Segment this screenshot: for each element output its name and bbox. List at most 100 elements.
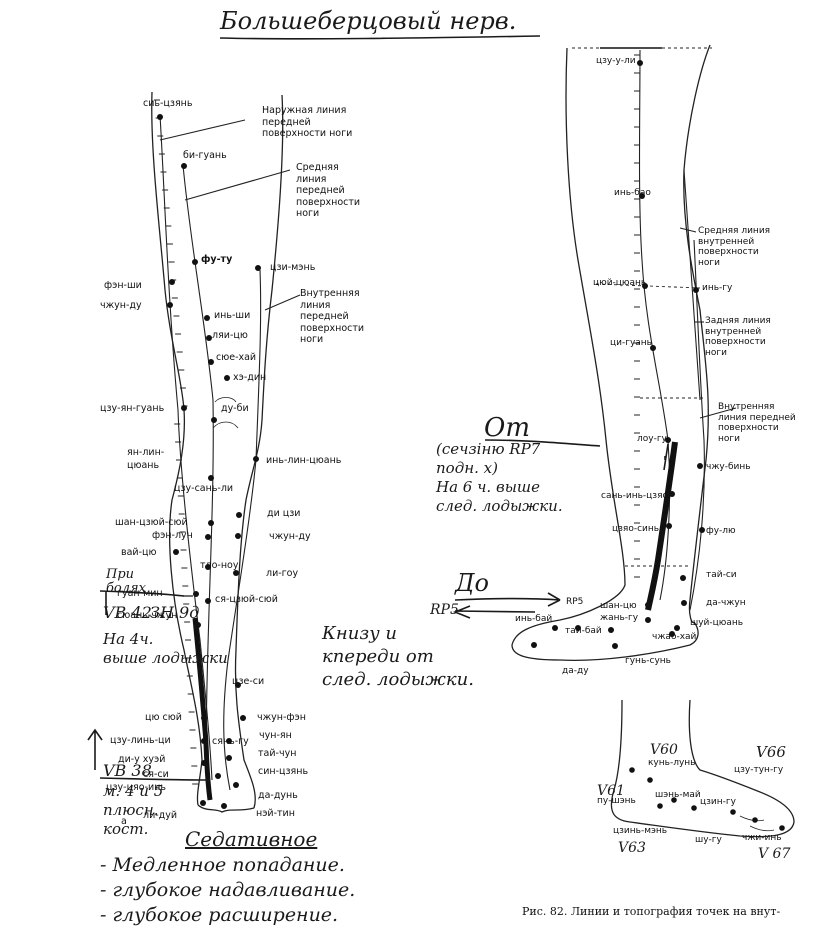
front-leg-points — [157, 114, 261, 809]
point-dot — [226, 755, 232, 761]
point-label: шан-цзюй-сюй — [115, 517, 188, 528]
point-dot — [612, 643, 618, 649]
point-dot — [167, 302, 173, 308]
point-dot — [255, 265, 261, 271]
foot-ref-v66: V66 — [756, 744, 786, 761]
point-dot — [608, 627, 614, 633]
hand-line1: - Медленное попадание. — [100, 855, 345, 877]
point-label: цюй-цюань — [593, 278, 646, 289]
point-dot — [236, 512, 242, 518]
point-label: цюань — [127, 460, 159, 471]
point-dot — [181, 163, 187, 169]
point-dot — [779, 825, 785, 831]
point-label: ду-би — [221, 403, 249, 414]
point-label: да-ду — [562, 666, 589, 677]
point-label: ди цзи — [267, 508, 300, 519]
point-label: цзе-си — [232, 676, 264, 687]
foot-ref-v60: V60 — [650, 742, 678, 758]
front-leg-outline — [152, 92, 283, 812]
point-dot — [647, 777, 653, 783]
point-dot — [193, 591, 199, 597]
point-dot — [691, 805, 697, 811]
point-dot — [205, 598, 211, 604]
point-label: цзяо-синь — [612, 524, 659, 535]
point-dot — [645, 617, 651, 623]
point-dot — [657, 803, 663, 809]
point-dot — [730, 809, 736, 815]
point-dot — [169, 279, 175, 285]
point-dot — [531, 642, 537, 648]
hand-do-note: RP5 — [430, 602, 459, 618]
point-label: шуй-цюань — [690, 618, 743, 629]
point-label: син-цзянь — [258, 766, 308, 777]
point-label: чун-ян — [259, 730, 292, 741]
label-middle-line: Средняя линия передней поверхности ноги — [296, 162, 360, 220]
point-dot — [181, 405, 187, 411]
point-label: чжун-ду — [100, 300, 142, 311]
point-label: инь-бай — [515, 614, 552, 625]
point-label: фу-лю — [706, 526, 736, 537]
point-dot — [235, 533, 241, 539]
point-label: чжи-инь — [742, 833, 782, 844]
point-dot — [192, 259, 198, 265]
foot-ref-v63: V63 — [618, 840, 646, 856]
point-label: да-дунь — [258, 790, 298, 801]
point-dot — [208, 520, 214, 526]
side-leg-points — [531, 60, 705, 649]
point-label: вай-цю — [121, 547, 157, 558]
point-label: ци-гуань — [610, 338, 652, 349]
point-label: цзу-тун-гу — [734, 765, 783, 776]
page-title: Большеберцовый нерв. — [220, 8, 516, 36]
point-dot — [200, 800, 206, 806]
point-label: да-чжун — [706, 598, 746, 609]
hand-sedative: Седативное — [185, 828, 317, 851]
point-label: тай-си — [706, 570, 737, 581]
point-label: тло-ноу — [200, 560, 239, 571]
hand-below-note: Книзу и кпереди от след. лодыжки. — [322, 622, 474, 691]
point-dot — [205, 534, 211, 540]
point-dot — [637, 60, 643, 66]
point-label: кунь-лунь — [648, 758, 695, 769]
hand-line3: - глубокое расширение. — [100, 905, 338, 927]
label-posterior-inner-line: Задняя линия внутренней поверхности ноги — [705, 316, 771, 358]
label-inner-line: Внутренняя линия передней поверхности но… — [300, 288, 364, 346]
point-label: чжун-фэн — [257, 712, 306, 723]
point-label: нэй-тин — [256, 808, 295, 819]
point-dot — [233, 782, 239, 788]
front-leg-ticks — [154, 100, 198, 784]
point-dot — [253, 456, 259, 462]
point-dot — [157, 114, 163, 120]
point-dot — [552, 625, 558, 631]
hand-left-vb: VB 42 — [103, 604, 152, 622]
point-dot — [699, 527, 705, 533]
hand-m45: м. 4 и 5 плюсн. кост. — [103, 782, 163, 839]
point-dot — [629, 767, 635, 773]
point-label: цзу-ян-гуань — [100, 403, 164, 414]
point-label: фэн-лун — [152, 530, 193, 541]
point-label: сиь-цзянь — [143, 98, 192, 109]
hand-ot-note: (сечзіню RP7 подн. х) На 6 ч. выше след.… — [436, 440, 563, 516]
hand-left-vb2: ЗН 9д — [150, 604, 199, 622]
point-dot — [240, 715, 246, 721]
point-label: цзинь-мэнь — [613, 826, 667, 837]
point-label: сюе-хай — [216, 352, 256, 363]
point-label: цзу-у-ли — [596, 56, 636, 67]
point-dot — [173, 549, 179, 555]
point-dot — [215, 773, 221, 779]
point-label: ляи-цю — [212, 330, 248, 341]
point-dot — [666, 523, 672, 529]
point-label: шу-гу — [695, 835, 722, 846]
hand-do-title: До — [455, 570, 489, 598]
point-label: чжао-хай — [652, 632, 696, 643]
point-label: инь-ши — [214, 310, 250, 321]
point-label: фу-ту — [201, 254, 232, 265]
point-label: сань-инь-цзяо — [601, 491, 668, 502]
point-label: ли-гоу — [266, 568, 298, 579]
point-label: сянь-гу — [212, 736, 249, 747]
point-label: шэнь-май — [655, 790, 701, 801]
point-label: чжу-бинь — [706, 462, 751, 473]
point-label: цзу-линь-ци — [110, 735, 171, 746]
point-label: инь-бао — [614, 188, 651, 199]
point-label: тай-бай — [565, 626, 602, 637]
point-label: хэ-дин — [233, 372, 266, 383]
